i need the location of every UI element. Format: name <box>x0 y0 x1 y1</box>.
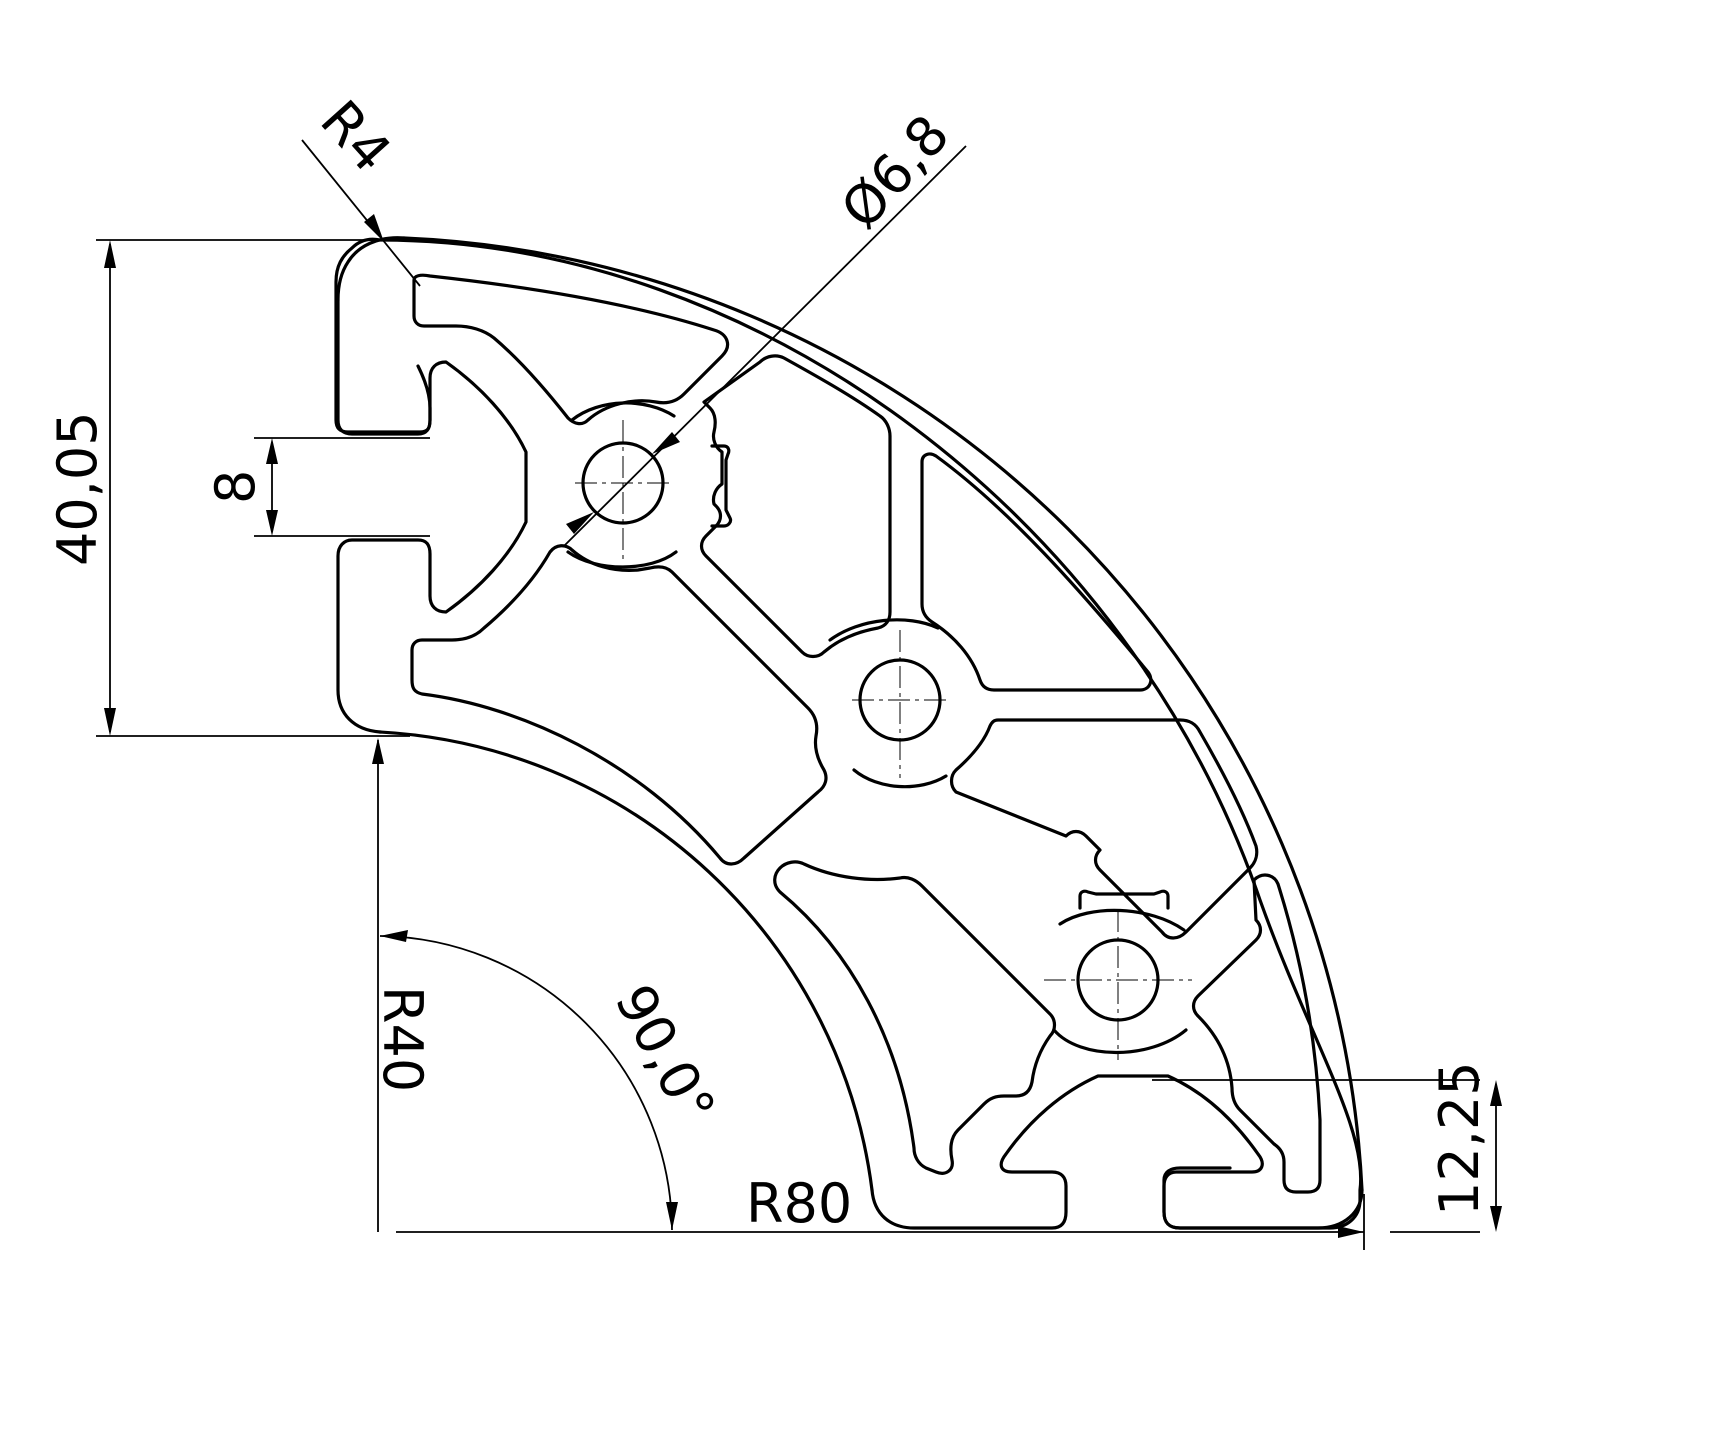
cavity-top <box>412 273 730 426</box>
dim-hole-diameter <box>563 145 967 547</box>
cavity-center-upper <box>699 354 892 659</box>
cavity-left <box>410 544 828 866</box>
cavity-lower-right <box>1191 873 1322 1194</box>
boss-center <box>828 618 948 789</box>
outer-arc <box>402 236 1364 1192</box>
cavity-right-middle <box>949 718 1259 940</box>
dim-corner-radius <box>301 139 421 287</box>
boss-bottom <box>1052 908 1188 1054</box>
label-angle: 90,0° <box>603 975 728 1135</box>
dim-outer-radius <box>396 1194 1365 1250</box>
dim-slot-width <box>254 437 430 537</box>
label-corner-radius: R4 <box>308 89 403 185</box>
boss-top <box>566 401 678 569</box>
dim-angle <box>379 930 678 1231</box>
notch-top-boss <box>710 444 733 528</box>
cavity-lower-left <box>773 860 1057 1175</box>
label-slot-width: 8 <box>204 470 267 504</box>
dim-slot-offset <box>1152 1079 1502 1233</box>
dim-inner-radius <box>372 738 384 1232</box>
label-inner-radius: R40 <box>371 986 434 1092</box>
centerlines <box>575 420 1192 1060</box>
label-outer-radius: R80 <box>746 1172 852 1235</box>
notch-bottom-boss <box>1078 889 1170 910</box>
bottom-wall <box>870 1074 1364 1230</box>
label-hole-diameter: Ø6,8 <box>829 103 962 241</box>
dim-height <box>96 239 410 737</box>
label-slot-offset: 12,25 <box>1428 1061 1491 1216</box>
cavity-right <box>920 452 1153 692</box>
label-height: 40,05 <box>46 411 109 566</box>
left-wall-upper <box>336 298 528 734</box>
top-left-corner <box>336 236 406 302</box>
inner-arc <box>378 730 874 1192</box>
